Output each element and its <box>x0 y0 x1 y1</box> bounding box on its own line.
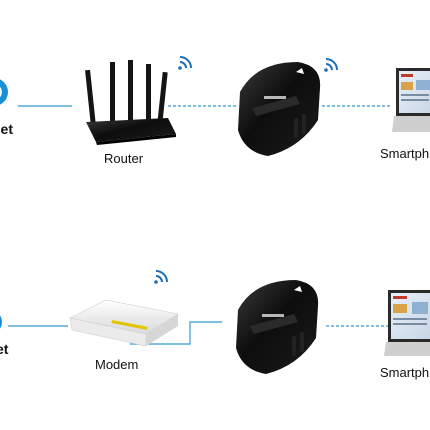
device-label: Smartph <box>380 365 430 380</box>
repeater-icon <box>238 62 321 156</box>
wifi-icon <box>178 56 192 70</box>
internet-label: net <box>0 121 13 137</box>
wifi-icon <box>324 58 338 72</box>
laptop-icon <box>384 290 430 356</box>
router-icon <box>85 60 176 145</box>
modem-label: Modem <box>95 357 139 372</box>
link-modem-repeater <box>130 321 222 345</box>
laptop-icon <box>392 68 430 132</box>
device-label: Smartph <box>380 146 430 161</box>
modem-icon <box>69 299 179 347</box>
internet-globe-icon <box>0 315 2 329</box>
internet-globe-icon <box>0 79 8 105</box>
internet-label: et <box>0 341 9 357</box>
repeater-icon <box>236 280 319 374</box>
wifi-icon <box>154 270 168 284</box>
router-label: Router <box>104 151 144 166</box>
